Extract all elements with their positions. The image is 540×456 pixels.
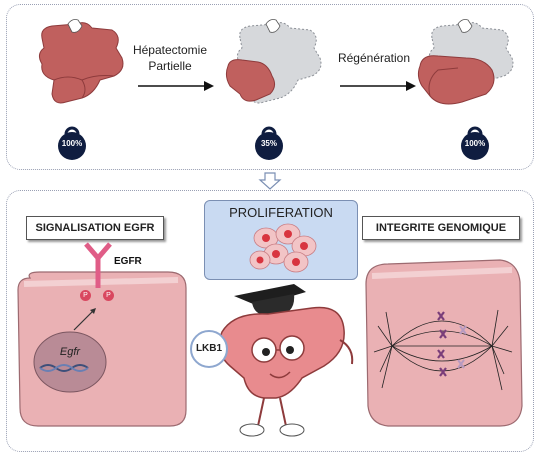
liver-intact	[38, 19, 124, 104]
mitotic-cell	[365, 259, 523, 427]
gene-label: Egfr	[59, 346, 81, 358]
lkb1-bubble: LKB1	[190, 330, 228, 368]
liver-regenerated	[417, 19, 514, 105]
phospho-badge: P	[103, 290, 114, 301]
hepatectomy-label: Hépatectomie Partielle	[132, 43, 208, 73]
weight-100-icon: 100%	[55, 124, 89, 160]
weight-35-icon: 35%	[252, 124, 286, 160]
regeneration-label: Régénération	[337, 51, 411, 65]
egfr-cell	[17, 271, 187, 427]
proliferation-title: PROLIFERATION	[229, 205, 333, 220]
weight-label: 100%	[464, 139, 486, 148]
weight-label: 100%	[61, 139, 83, 148]
down-arrow-icon	[258, 172, 282, 190]
egfr-signaling-title: SIGNALISATION EGFR	[26, 216, 164, 240]
mechanisms-panel	[6, 190, 534, 452]
arrow-right-icon	[340, 81, 416, 91]
arrow-right-icon	[138, 81, 214, 91]
weight-label: 35%	[260, 139, 277, 148]
proliferating-cells-icon	[249, 223, 317, 273]
liver-mascot	[201, 284, 354, 437]
weight-100-icon: 100%	[458, 124, 492, 160]
liver-partial	[225, 19, 322, 104]
hepatectomy-panel	[6, 4, 534, 170]
phospho-badge: P	[80, 290, 91, 301]
egfr-receptor-icon	[84, 242, 112, 288]
genomic-integrity-title: INTEGRITE GENOMIQUE	[362, 216, 520, 240]
egfr-label: EGFR	[114, 256, 142, 267]
